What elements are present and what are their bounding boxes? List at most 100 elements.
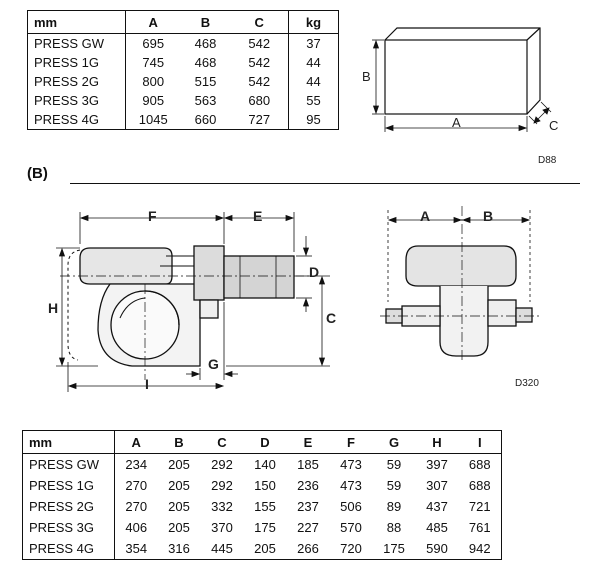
cell: 721 [468, 499, 491, 514]
table-row: PRESS 3G 905 563 680 55 [27, 91, 339, 110]
model-name: PRESS GW [22, 453, 115, 475]
table-row: PRESS 1G 270 205 292 150 236 473 59 307 … [22, 475, 502, 496]
table-row: PRESS 1G 745 468 542 44 [27, 53, 339, 72]
dimensions-table-bottom: mm A B C D E F G H I PRESS GW 234 205 29… [22, 430, 502, 560]
cell: 307 [426, 478, 448, 493]
cell: 237 [297, 499, 319, 514]
cell: 570 [340, 520, 362, 535]
cell: 59 [386, 457, 402, 472]
cell: 205 [168, 520, 190, 535]
header-b: B [180, 10, 231, 34]
cell: 185 [297, 457, 319, 472]
section-divider [70, 183, 580, 184]
cell: 745 [142, 55, 165, 70]
cell: 506 [340, 499, 362, 514]
cell: 473 [340, 457, 362, 472]
header-unit: mm [27, 10, 126, 34]
cell: 175 [383, 541, 405, 556]
cell: 270 [125, 499, 148, 514]
cell: 1045 [138, 112, 168, 127]
model-name: PRESS 2G [27, 72, 126, 91]
cell: 292 [211, 457, 233, 472]
dim-label-g: G [208, 356, 219, 372]
cell: 205 [168, 478, 190, 493]
burner-side-view-diagram [56, 212, 330, 392]
dimensions-table-top: mm A B C kg PRESS GW 695 468 542 37 PRES… [27, 10, 339, 130]
cell: 727 [248, 112, 271, 127]
cell: 332 [211, 499, 233, 514]
table-row: PRESS GW 234 205 292 140 185 473 59 397 … [22, 453, 502, 475]
cell: 468 [194, 55, 217, 70]
dim-label-c: C [326, 310, 337, 326]
cell: 175 [254, 520, 276, 535]
cell: 406 [125, 520, 148, 535]
header-f: F [329, 430, 373, 454]
dim-label-i: I [145, 376, 149, 392]
header-d: D [243, 430, 287, 454]
cell: 44 [288, 72, 339, 91]
cell: 905 [142, 93, 165, 108]
header-kg: kg [288, 10, 339, 34]
cell: 680 [248, 93, 271, 108]
cell: 205 [168, 457, 190, 472]
cell: 234 [125, 457, 148, 472]
cell: 397 [426, 457, 448, 472]
cell: 316 [168, 541, 190, 556]
burner-front-view-diagram [380, 206, 540, 362]
header-h: H [415, 430, 459, 454]
cell: 468 [194, 36, 217, 51]
header-g: G [372, 430, 416, 454]
header-c: C [230, 10, 289, 34]
cell: 37 [288, 33, 339, 53]
cell: 515 [194, 74, 217, 89]
box-label-c: C [549, 118, 559, 133]
cell: 270 [125, 478, 148, 493]
cell: 150 [254, 478, 276, 493]
drawing-code-d320: D320 [515, 378, 539, 389]
box-label-b: B [362, 69, 371, 84]
header-b: B [157, 430, 201, 454]
dim-label-f: F [148, 208, 157, 224]
cell: 205 [168, 499, 190, 514]
cell: 370 [211, 520, 233, 535]
model-name: PRESS 2G [22, 496, 115, 517]
cell: 266 [297, 541, 319, 556]
cell: 44 [288, 53, 339, 72]
cell: 155 [254, 499, 276, 514]
cell: 445 [211, 541, 233, 556]
drawing-code-d88: D88 [538, 155, 557, 166]
header-a: A [125, 10, 181, 34]
header-unit: mm [22, 430, 115, 454]
front-label-a: A [420, 208, 431, 224]
cell: 688 [468, 478, 491, 493]
table-row: PRESS GW 695 468 542 37 [27, 33, 339, 53]
cell: 542 [248, 74, 271, 89]
section-b-label: (B) [27, 165, 48, 182]
model-name: PRESS 3G [22, 517, 115, 538]
cell: 89 [386, 499, 402, 514]
cell: 695 [142, 36, 165, 51]
cell: 205 [254, 541, 276, 556]
table-row: PRESS 2G 800 515 542 44 [27, 72, 339, 91]
box-label-a: A [452, 115, 461, 130]
cell: 590 [426, 541, 448, 556]
cell: 292 [211, 478, 233, 493]
cell: 542 [248, 55, 271, 70]
cell: 720 [340, 541, 362, 556]
cell: 485 [426, 520, 448, 535]
dim-label-e: E [253, 208, 263, 224]
cell: 473 [340, 478, 362, 493]
cell: 437 [426, 499, 448, 514]
box-dimension-diagram [372, 27, 552, 132]
cell: 761 [468, 520, 491, 535]
table-row: PRESS 4G 1045 660 727 95 [27, 110, 339, 130]
model-name: PRESS 1G [27, 53, 126, 72]
dim-label-h: H [48, 300, 59, 316]
cell: 59 [386, 478, 402, 493]
cell: 354 [125, 541, 148, 556]
cell: 140 [254, 457, 276, 472]
table-row: PRESS 3G 406 205 370 175 227 570 88 485 … [22, 517, 502, 538]
model-name: PRESS 4G [27, 110, 126, 130]
cell: 95 [288, 110, 339, 130]
cell: 236 [297, 478, 319, 493]
